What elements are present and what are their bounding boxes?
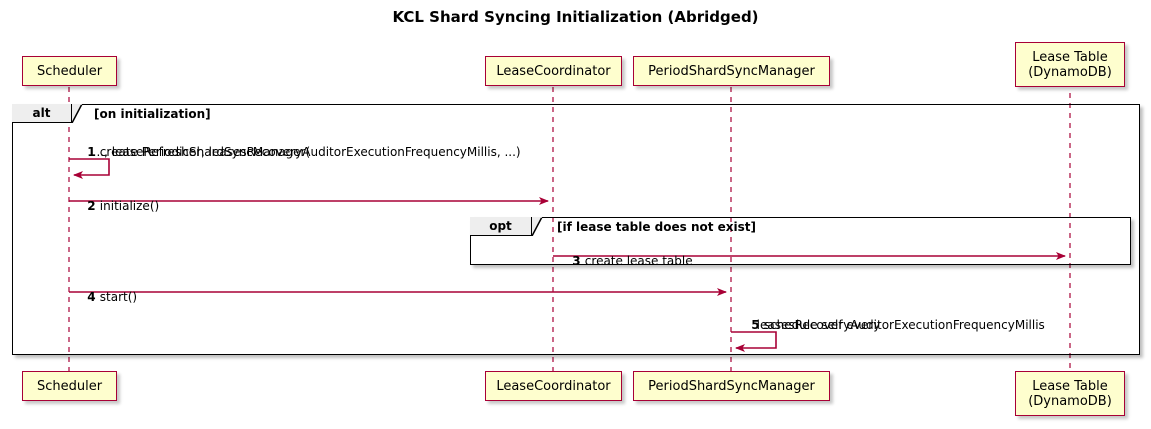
participant-label: LeaseCoordinator bbox=[496, 63, 611, 79]
fragment-opt-tab-corner bbox=[532, 217, 550, 236]
message-1-seq: 1 bbox=[87, 145, 100, 159]
fragment-alt-tab: alt bbox=[12, 104, 72, 123]
message-1-label-line2: ..., leaseRefresher, leasesRecoveryAudit… bbox=[85, 145, 521, 159]
message-1-self-loop bbox=[69, 158, 110, 179]
fragment-alt-tab-corner bbox=[72, 104, 90, 123]
message-2-text: initialize() bbox=[99, 199, 160, 213]
message-4-text: start() bbox=[99, 290, 138, 304]
message-4-label: 4 start() bbox=[72, 276, 137, 318]
participant-label: Scheduler bbox=[36, 378, 103, 394]
participant-lease-table-top[interactable]: Lease Table (DynamoDB) bbox=[1015, 42, 1125, 87]
message-4-seq: 4 bbox=[87, 290, 100, 304]
lifelines bbox=[68, 87, 1071, 371]
participant-label: Scheduler bbox=[36, 63, 103, 79]
message-5-label-line2: leasesRecoveryAuditorExecutionFrequencyM… bbox=[749, 318, 1045, 332]
participant-lease-table-bottom[interactable]: Lease Table (DynamoDB) bbox=[1015, 371, 1125, 416]
message-2-seq: 2 bbox=[87, 199, 100, 213]
participant-label-line1: Lease Table bbox=[1032, 378, 1108, 394]
message-5-label: 5 schedule self every bbox=[736, 304, 880, 346]
participant-label-line2: (DynamoDB) bbox=[1028, 393, 1112, 409]
fragment-opt-guard: [if lease table does not exist] bbox=[557, 220, 757, 234]
participant-scheduler-bottom[interactable]: Scheduler bbox=[22, 371, 117, 401]
participant-label: LeaseCoordinator bbox=[496, 378, 611, 394]
message-5-seq: 5 bbox=[751, 318, 764, 332]
fragment-opt bbox=[470, 217, 1131, 265]
fragment-alt bbox=[12, 104, 1140, 355]
participant-label-line1: Lease Table bbox=[1032, 49, 1108, 65]
participant-label-line2: (DynamoDB) bbox=[1028, 64, 1112, 80]
message-5-text-line1: schedule self every bbox=[763, 318, 881, 332]
message-5-self-loop bbox=[731, 331, 777, 352]
message-3-label: 3 create lease table bbox=[557, 240, 693, 282]
fragment-alt-guard: [on initialization] bbox=[94, 107, 211, 121]
participant-period-shard-sync-manager-top[interactable]: PeriodShardSyncManager bbox=[633, 56, 830, 86]
participant-lease-coordinator-top[interactable]: LeaseCoordinator bbox=[485, 56, 622, 86]
participant-label: PeriodShardSyncManager bbox=[648, 63, 815, 79]
message-3-text: create lease table bbox=[584, 254, 693, 268]
message-1-text-line1: create PeriodicShardSyncManager( bbox=[99, 145, 311, 159]
participant-scheduler-top[interactable]: Scheduler bbox=[22, 56, 117, 86]
fragment-opt-tab: opt bbox=[470, 217, 532, 236]
participant-lease-coordinator-bottom[interactable]: LeaseCoordinator bbox=[485, 371, 622, 401]
message-2-label: 2 initialize() bbox=[72, 185, 159, 227]
participant-period-shard-sync-manager-bottom[interactable]: PeriodShardSyncManager bbox=[633, 371, 830, 401]
page-title: KCL Shard Syncing Initialization (Abridg… bbox=[392, 8, 759, 26]
message-3-seq: 3 bbox=[572, 254, 585, 268]
participant-label: PeriodShardSyncManager bbox=[648, 378, 815, 394]
message-1-label: 1 create PeriodicShardSyncManager( bbox=[72, 131, 310, 173]
